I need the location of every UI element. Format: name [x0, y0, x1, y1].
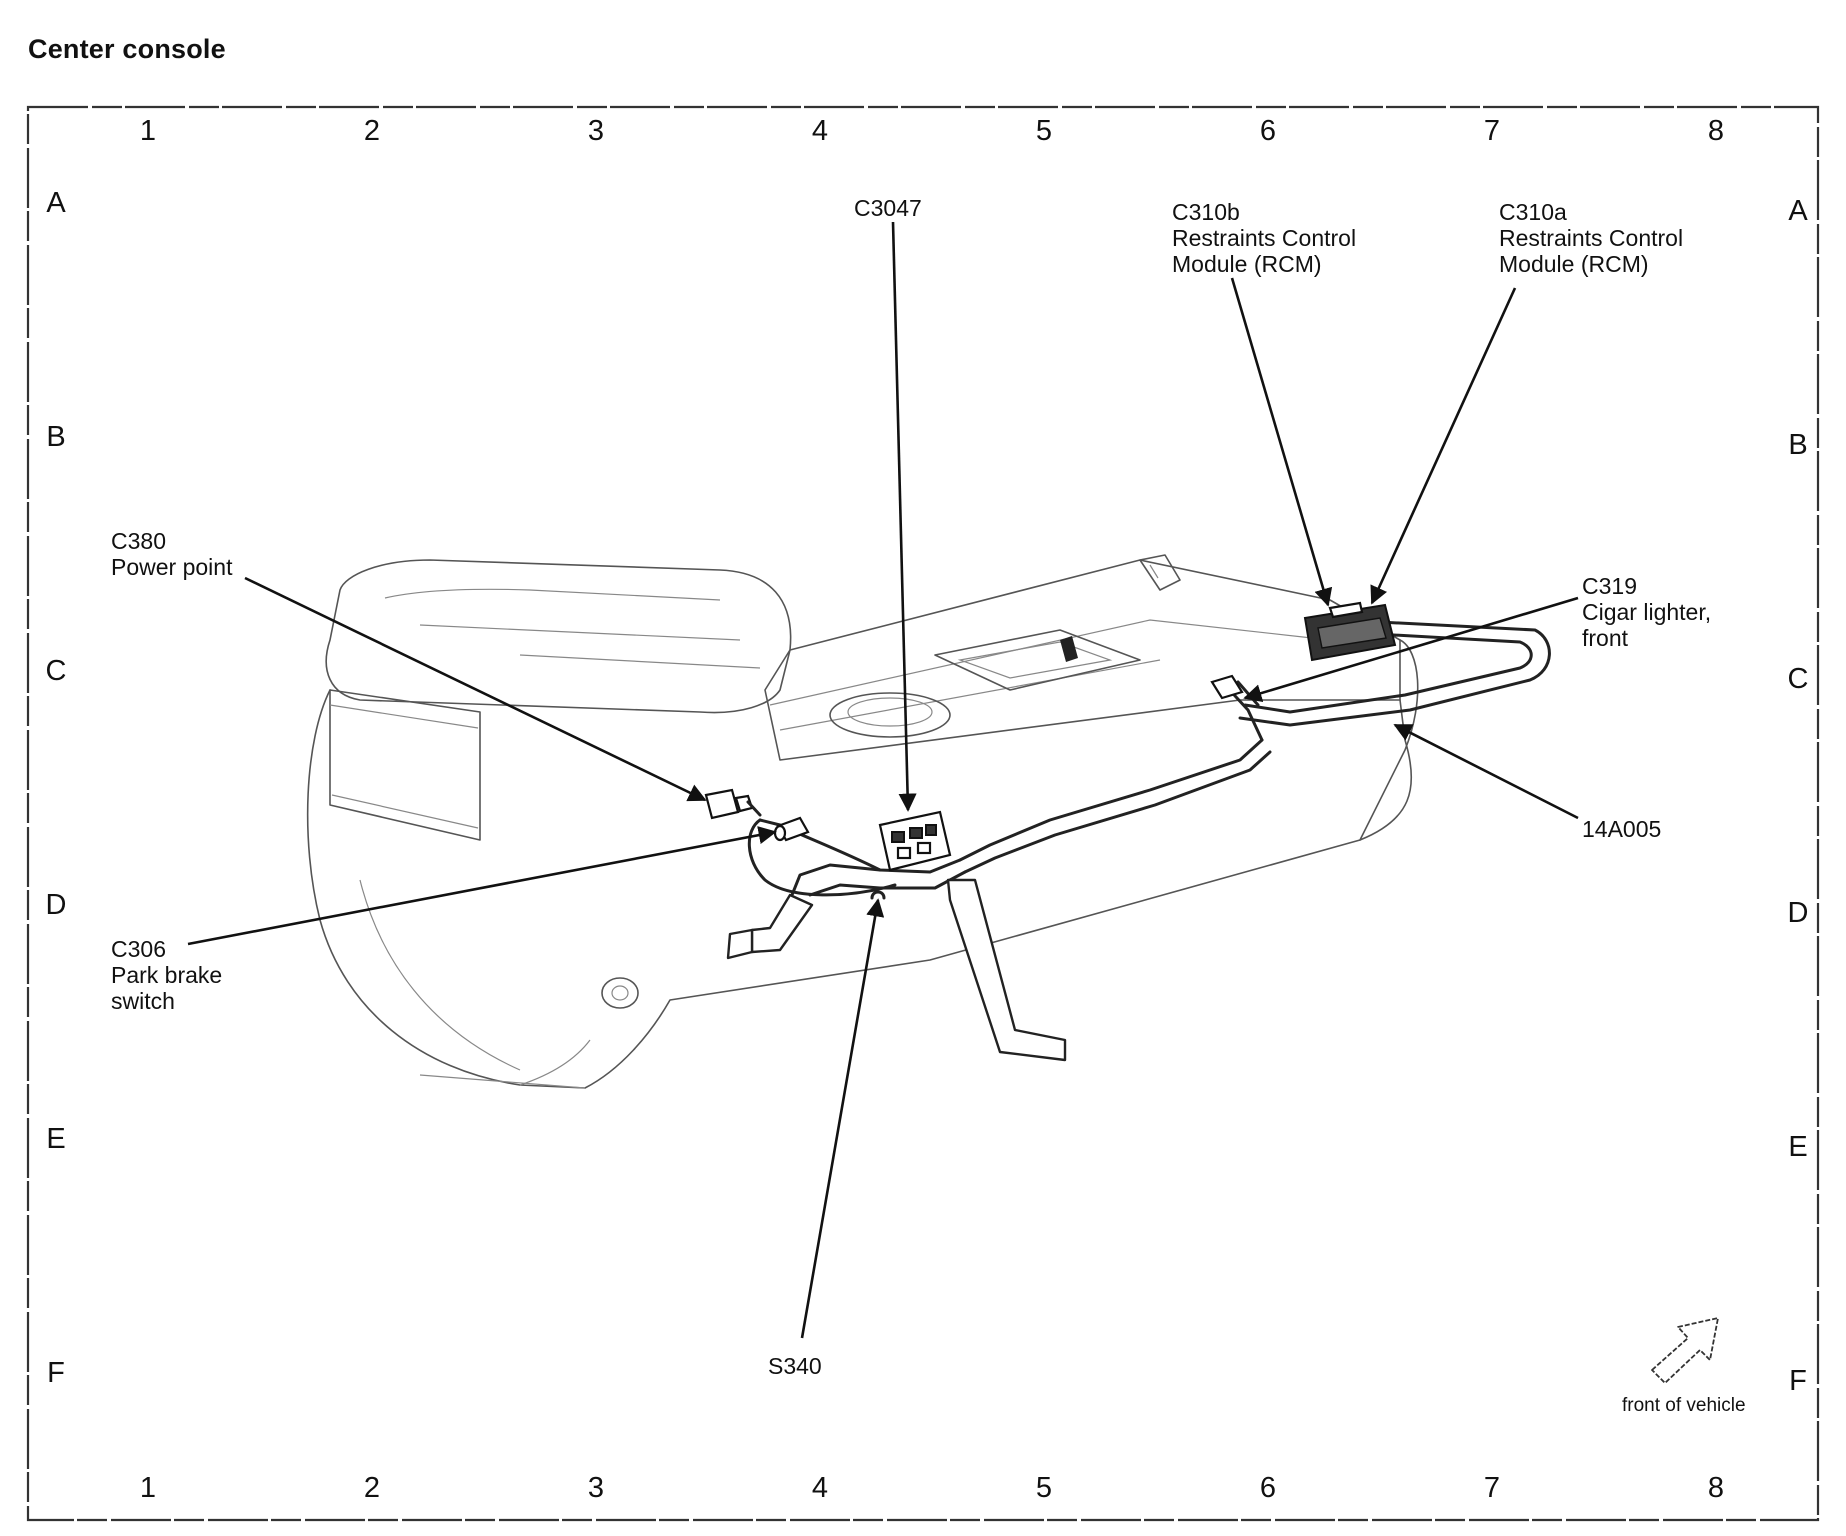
callout-s340: S340: [768, 1353, 822, 1379]
callout-c380-id: C380: [111, 528, 166, 554]
console-top-shelf: [764, 559, 1401, 761]
console-armrest-lid: [325, 559, 792, 714]
console-forward-trim: [1139, 554, 1181, 591]
grid-row-label-left-F: F: [47, 1357, 65, 1389]
grid-row-label-right-A: A: [1788, 195, 1808, 227]
callout-14a005: 14A005: [1582, 816, 1661, 842]
leader-c310b: [1230, 277, 1333, 607]
grid-row-label-left-B: B: [46, 421, 65, 453]
callout-c310a: C310a Restraints Control Module (RCM): [1499, 199, 1689, 277]
grid-column-label-top-4: 4: [812, 115, 828, 147]
grid-column-label-bottom-1: 1: [140, 1472, 156, 1504]
leader-14a005: [1393, 723, 1579, 820]
leader-c310a: [1370, 287, 1517, 605]
callout-c310b-desc2: Module (RCM): [1172, 251, 1322, 277]
front-of-vehicle-indicator: front of vehicle: [1622, 1317, 1746, 1416]
grid-row-labels-right: A B C D E F: [1788, 195, 1809, 1397]
callout-c319: C319 Cigar lighter, front: [1582, 573, 1718, 651]
grid-column-label-bottom-5: 5: [1036, 1472, 1052, 1504]
callout-c319-desc1: Cigar lighter,: [1582, 599, 1711, 625]
grid-column-label-top-1: 1: [140, 115, 156, 147]
console-shifter-bezel: [934, 629, 1141, 691]
callout-c319-desc2: front: [1582, 625, 1629, 651]
grid-row-label-left-D: D: [46, 889, 67, 921]
leader-c306: [187, 826, 777, 946]
grid-column-label-bottom-7: 7: [1484, 1472, 1500, 1504]
callout-c310a-desc2: Module (RCM): [1499, 251, 1649, 277]
callout-c380: C380 Power point: [111, 528, 233, 580]
grid-row-label-right-F: F: [1789, 1365, 1807, 1397]
grid-row-label-right-B: B: [1788, 429, 1807, 461]
callout-c380-desc: Power point: [111, 554, 233, 580]
grid-row-label-right-D: D: [1788, 897, 1809, 929]
leader-s340: [800, 898, 885, 1339]
connector-c319-body: [1210, 674, 1244, 700]
grid-column-label-top-5: 5: [1036, 115, 1052, 147]
grid-column-label-bottom-2: 2: [364, 1472, 380, 1504]
connector-c380-body: [704, 788, 762, 820]
grid-column-labels-bottom: 1 2 3 4 5 6 7 8: [140, 1472, 1724, 1504]
console-cupholder: [829, 692, 951, 738]
connector-c310-body: [1303, 601, 1397, 662]
console-side-hole: [601, 977, 639, 1009]
grid-row-labels-left: A B C D E F: [46, 187, 67, 1389]
callout-c306-id: C306: [111, 936, 166, 962]
grid-column-label-bottom-4: 4: [812, 1472, 828, 1504]
diagram-frame: [26, 105, 1820, 1522]
console-rear-body: [306, 689, 1413, 1089]
callout-c310a-id: C310a: [1499, 199, 1567, 225]
grid-row-label-left-E: E: [46, 1123, 65, 1155]
callout-c3047: C3047: [854, 195, 922, 221]
grid-column-label-bottom-3: 3: [588, 1472, 604, 1504]
front-of-vehicle-label: front of vehicle: [1622, 1395, 1746, 1416]
grid-column-labels-top: 1 2 3 4 5 6 7 8: [140, 115, 1724, 147]
leader-c319: [1243, 596, 1579, 703]
center-console-illustration: [306, 554, 1419, 1089]
grid-column-label-top-7: 7: [1484, 115, 1500, 147]
grid-column-label-top-6: 6: [1260, 115, 1276, 147]
leader-lines: [187, 221, 1579, 1339]
callout-c319-id: C319: [1582, 573, 1637, 599]
callout-c306-desc1: Park brake: [111, 962, 222, 988]
connector-c3047-body: [878, 810, 952, 872]
grid-column-label-top-2: 2: [364, 115, 380, 147]
leader-c380: [244, 576, 707, 802]
leader-c3047: [891, 221, 917, 812]
wiring-harness-14a005: [726, 618, 1551, 1062]
grid-column-label-bottom-6: 6: [1260, 1472, 1276, 1504]
console-armrest-side: [329, 689, 481, 841]
callout-c306-desc2: switch: [111, 988, 175, 1014]
grid-row-label-right-C: C: [1788, 663, 1809, 695]
callout-c306: C306 Park brake switch: [111, 936, 229, 1014]
grid-column-label-bottom-8: 8: [1708, 1472, 1724, 1504]
arrow-up-right-outline-icon: [1651, 1317, 1719, 1384]
grid-row-label-left-C: C: [46, 655, 67, 687]
splice-s340-body: [870, 890, 886, 900]
page-title: Center console: [28, 34, 226, 64]
callout-c310b-id: C310b: [1172, 199, 1240, 225]
grid-column-label-top-3: 3: [588, 115, 604, 147]
grid-column-label-top-8: 8: [1708, 115, 1724, 147]
callout-c310a-desc1: Restraints Control: [1499, 225, 1683, 251]
callout-c310b-desc1: Restraints Control: [1172, 225, 1356, 251]
callout-14a005-line: 14A005: [1582, 816, 1661, 842]
callout-s340-line: S340: [768, 1353, 822, 1379]
grid-row-label-right-E: E: [1788, 1131, 1807, 1163]
connector-c306-body: [773, 816, 810, 842]
grid-row-label-left-A: A: [46, 187, 66, 219]
callout-c310b: C310b Restraints Control Module (RCM): [1172, 199, 1362, 277]
callout-c3047-line: C3047: [854, 195, 922, 221]
